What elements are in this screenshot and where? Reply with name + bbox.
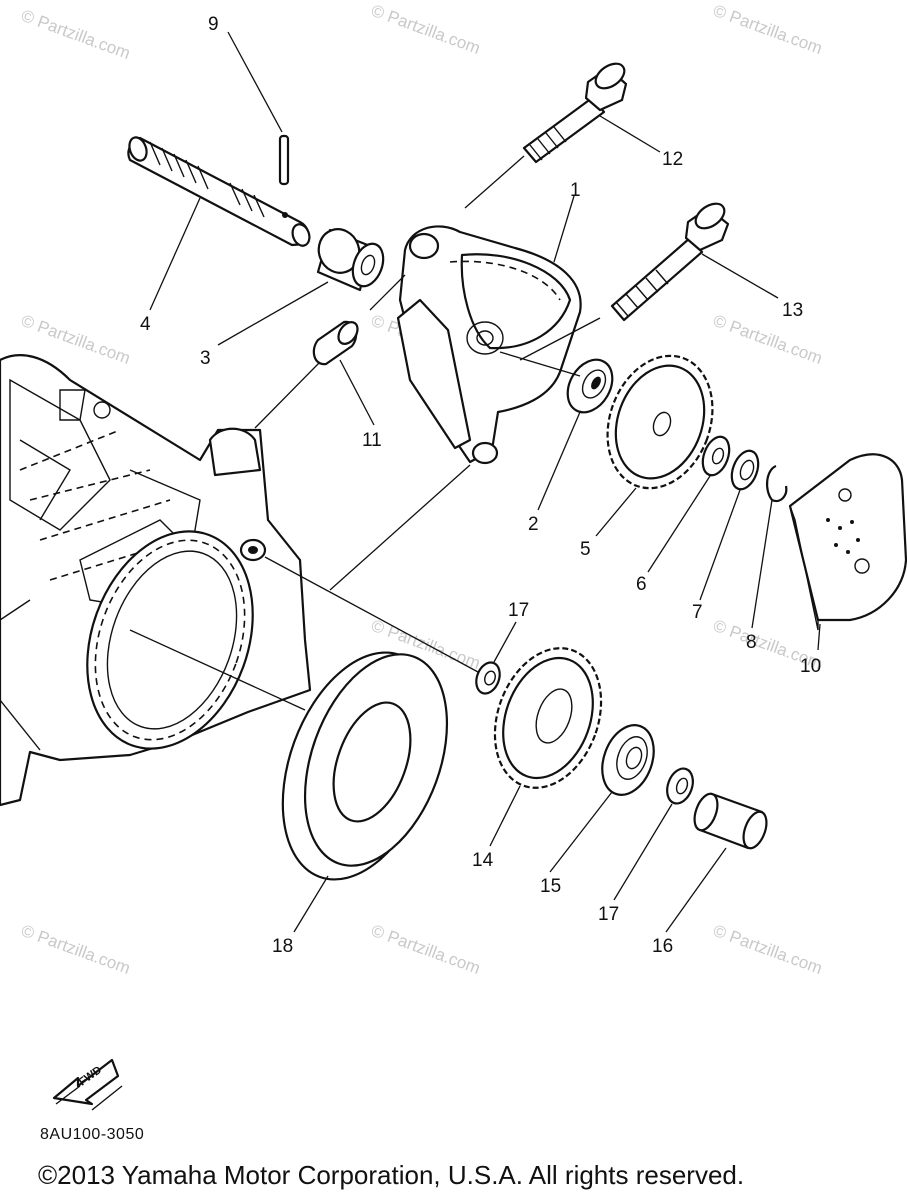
callout-11: 11 xyxy=(362,430,382,451)
watermark: © Partzilla.com xyxy=(711,1,825,58)
callout-7: 7 xyxy=(692,602,703,623)
copyright-notice: ©2013 Yamaha Motor Corporation, U.S.A. A… xyxy=(38,1160,745,1190)
leader-lines xyxy=(149,31,821,933)
callout-17: 17 xyxy=(598,904,619,925)
part-8-clip xyxy=(766,464,788,503)
callout-3: 3 xyxy=(200,348,211,369)
assembly-lines xyxy=(129,155,601,711)
part-5-sprocket xyxy=(606,354,714,490)
callout-17: 17 xyxy=(508,600,529,621)
part-2-bearing xyxy=(566,358,614,414)
part-17-washer xyxy=(666,767,694,805)
watermark: © Partzilla.com xyxy=(711,921,825,978)
part-7-washer xyxy=(730,449,760,491)
part-17-washer xyxy=(475,661,501,695)
callout-1: 1 xyxy=(570,180,581,201)
part-10-plate xyxy=(788,453,907,631)
watermark: © Partzilla.com xyxy=(369,1,483,58)
watermark: © Partzilla.com xyxy=(19,6,133,63)
callout-15: 15 xyxy=(540,876,561,897)
crankcase xyxy=(0,354,312,807)
callout-6: 6 xyxy=(636,574,647,595)
callout-14: 14 xyxy=(472,850,494,871)
callout-2: 2 xyxy=(528,514,539,535)
callout-9: 9 xyxy=(208,14,219,35)
part-14-gear xyxy=(493,647,603,789)
part-9-pin xyxy=(278,134,290,186)
part-18-seal xyxy=(281,651,449,881)
watermark: © Partzilla.com xyxy=(19,921,133,978)
part-1-bracket xyxy=(396,225,582,465)
part-16-pin xyxy=(693,792,768,850)
part-13-bolt xyxy=(610,202,730,322)
callout-8: 8 xyxy=(746,632,757,653)
diagram-code: 8AU100-3050 xyxy=(40,1126,145,1143)
callout-13: 13 xyxy=(782,300,803,321)
part-4-shaft xyxy=(127,136,311,247)
callout-10: 10 xyxy=(800,656,821,677)
watermark: © Partzilla.com xyxy=(369,921,483,978)
part-12-bolt xyxy=(522,62,628,164)
callout-4: 4 xyxy=(140,314,151,335)
part-6-washer xyxy=(701,435,731,477)
part-15-bearing xyxy=(601,724,655,796)
callouts: 9 12 1 13 4 3 11 2 5 6 7 8 10 17 14 15 1… xyxy=(140,14,821,957)
fwd-arrow-icon: FWD xyxy=(52,1058,123,1111)
part-11-dowel xyxy=(312,320,359,366)
callout-18: 18 xyxy=(272,936,293,957)
callout-12: 12 xyxy=(662,149,683,170)
callout-5: 5 xyxy=(580,539,591,560)
callout-16: 16 xyxy=(652,936,673,957)
part-3-collar xyxy=(316,228,385,292)
watermark: © Partzilla.com xyxy=(711,311,825,368)
